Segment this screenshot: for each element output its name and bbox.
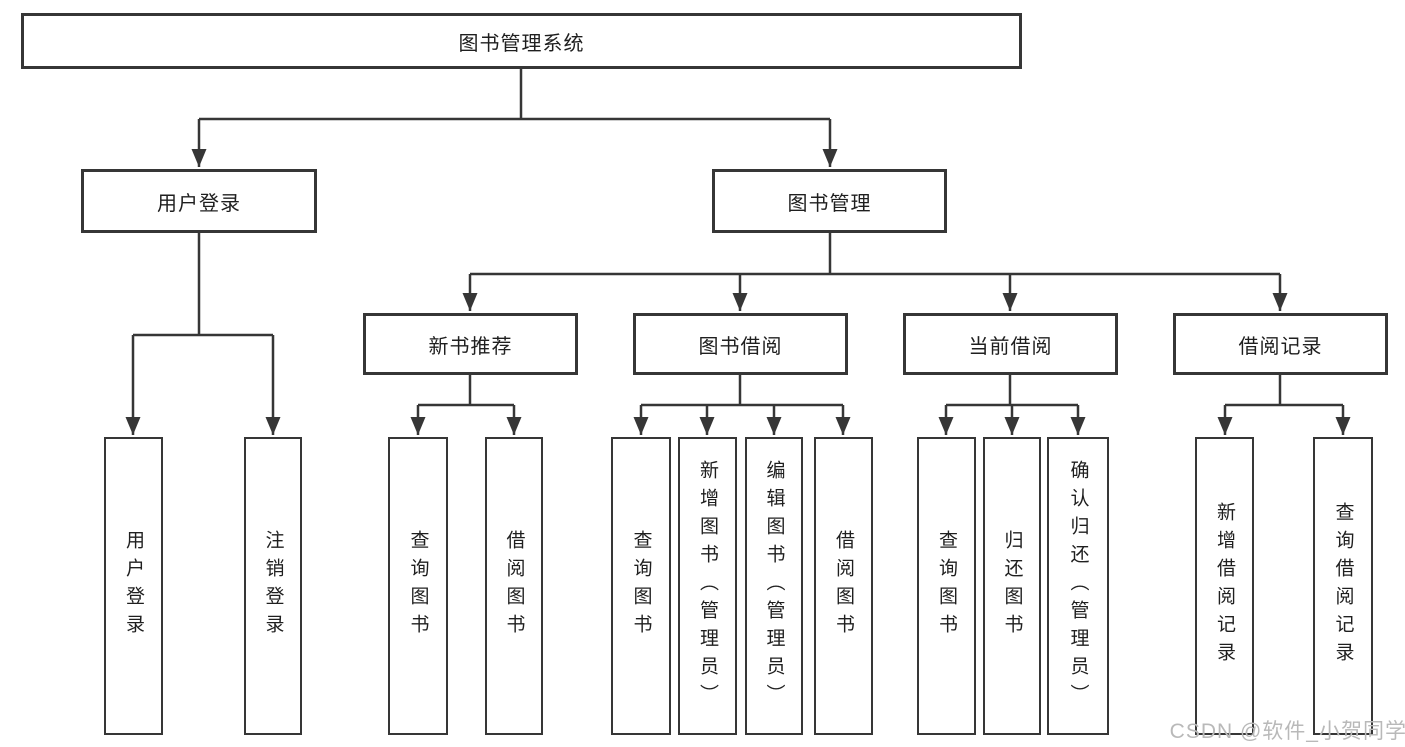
leaf-label: 用户登录: [123, 530, 144, 642]
node-library-management-system: 图书管理系统: [21, 13, 1022, 69]
leaf-label: 编辑图书（管理员）: [763, 460, 785, 712]
leaf-label: 借阅图书: [503, 530, 525, 642]
leaf-label: 归还图书: [1001, 530, 1023, 642]
node-current-borrowing: 当前借阅: [903, 313, 1118, 375]
node-leaf-query-books-borrowing: 查询图书: [611, 437, 671, 735]
node-leaf-add-borrow-record: 新增借阅记录: [1195, 437, 1254, 735]
node-leaf-borrow-books-recommend: 借阅图书: [485, 437, 543, 735]
node-leaf-borrow-books: 借阅图书: [814, 437, 873, 735]
leaf-label: 借阅图书: [833, 530, 854, 642]
leaf-label: 新增借阅记录: [1214, 502, 1235, 670]
leaf-label: 新增图书（管理员）: [697, 460, 718, 712]
node-leaf-confirm-return-admin: 确认归还（管理员）: [1047, 437, 1109, 735]
node-leaf-logout: 注销登录: [244, 437, 302, 735]
leaf-label: 查询借阅记录: [1332, 502, 1354, 670]
leaf-label: 查询图书: [630, 530, 652, 642]
node-user-login: 用户登录: [81, 169, 317, 233]
leaf-label: 确认归还（管理员）: [1067, 460, 1089, 712]
node-leaf-query-books-recommend: 查询图书: [388, 437, 448, 735]
watermark: CSDN @软件_小贺同学: [1169, 720, 1405, 743]
node-borrowing-records: 借阅记录: [1173, 313, 1388, 375]
node-leaf-edit-books-admin: 编辑图书（管理员）: [745, 437, 803, 735]
leaf-label: 查询图书: [407, 530, 429, 642]
node-leaf-user-login: 用户登录: [104, 437, 163, 735]
node-leaf-return-books: 归还图书: [983, 437, 1041, 735]
node-new-book-recommend: 新书推荐: [363, 313, 578, 375]
node-leaf-add-books-admin: 新增图书（管理员）: [678, 437, 737, 735]
node-leaf-query-borrow-record: 查询借阅记录: [1313, 437, 1373, 735]
leaf-label: 查询图书: [936, 530, 957, 642]
leaf-label: 注销登录: [262, 530, 284, 642]
node-book-management: 图书管理: [712, 169, 947, 233]
node-book-borrowing: 图书借阅: [633, 313, 848, 375]
node-leaf-query-books-current: 查询图书: [917, 437, 976, 735]
